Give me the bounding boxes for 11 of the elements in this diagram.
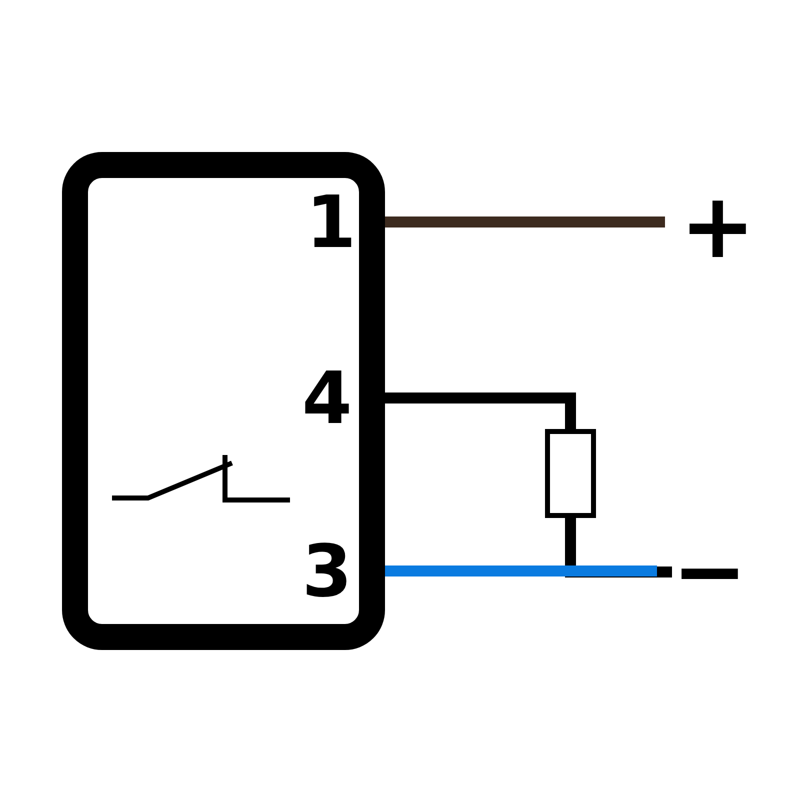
pin-number: 3 bbox=[302, 535, 385, 607]
wire bbox=[385, 566, 657, 576]
wire bbox=[565, 518, 672, 578]
plus-terminal-sign: + bbox=[680, 182, 752, 268]
sensor-housing bbox=[62, 152, 385, 650]
resistor-symbol bbox=[545, 429, 596, 518]
pin-number: 4 bbox=[302, 362, 385, 434]
wire bbox=[385, 216, 665, 228]
pin-number: 1 bbox=[306, 186, 385, 258]
minus-terminal-sign: − bbox=[672, 527, 744, 617]
wire bbox=[385, 392, 576, 429]
